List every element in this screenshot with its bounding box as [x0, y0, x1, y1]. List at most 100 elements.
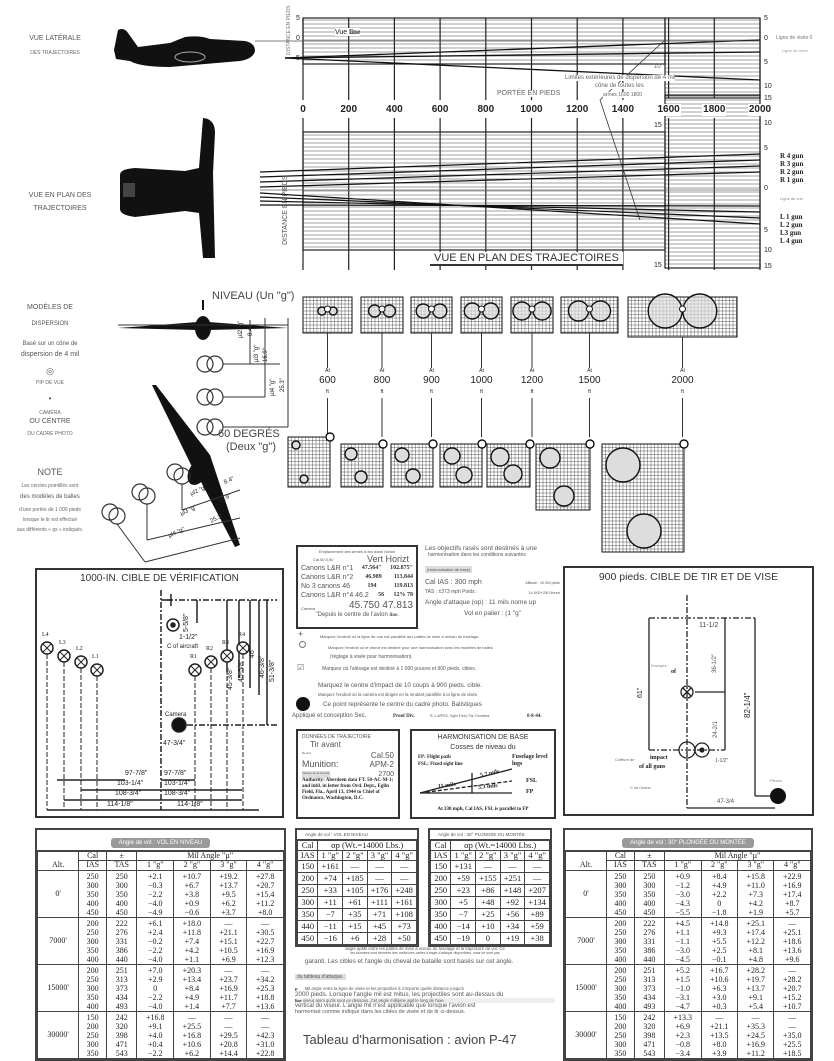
plan-view-ext-frame — [664, 94, 761, 269]
pip-marker — [325, 432, 335, 442]
gun-label: R 2 gun — [780, 168, 804, 176]
gun-row-horiz: 113.844 — [393, 574, 413, 580]
table-caption: Angle de vol : VOL EN NIVEAU — [110, 838, 211, 848]
dive-subtitle: (Deux "g") — [226, 441, 276, 453]
cross — [59, 651, 69, 661]
bullet-pattern — [567, 300, 590, 322]
alt-cell: 30000' — [36, 1010, 80, 1059]
table-cell: +59 — [450, 871, 477, 885]
gun-label: R3 — [222, 640, 230, 646]
footnote-line: viseur alors qu'ils sont en dessous. Cet… — [302, 998, 444, 1003]
mil-cell: — +25.5 +16.8 +10.6 +6.2 — [173, 1010, 211, 1059]
legend-text: Marquez l'endroit où la ligne de vue est… — [320, 634, 480, 639]
gun-row-horiz: 102.875" — [390, 565, 413, 571]
page-title: Tableau d'harmonisation : avion P-47 — [303, 1032, 517, 1047]
center-label: C de l'avion — [630, 785, 651, 790]
gun-label: R 3 gun — [780, 160, 804, 168]
dive-title: 60 DEGRÉS — [218, 428, 280, 440]
gun-label: L1 — [92, 654, 99, 660]
bore-label: Emrayez — [651, 663, 667, 668]
table-cell: −16 — [317, 931, 344, 945]
footnote-line: harmonisé comme indiqué dans les cibles … — [295, 1009, 466, 1015]
gun-row-label: Canons L&R n°2 — [301, 574, 354, 581]
bullet-pattern — [532, 301, 552, 321]
line-label: line — [295, 998, 302, 1003]
ias-cell: 150 200 250 300 350 — [606, 1010, 635, 1059]
range-label: PORTÉE EN PIEDS — [497, 90, 561, 97]
tas-cell: 251 313 373 434 493 — [106, 963, 138, 1012]
col-g: 4 "g" — [391, 849, 417, 861]
range-tick: 200 — [336, 104, 361, 116]
table-row: 350−7+25+56+89 — [429, 907, 550, 921]
gun-positions-header: Emplacement des armes à feu dans l'avion — [318, 549, 396, 554]
bullet-pattern — [405, 468, 421, 484]
mil-cell: — +30.5 +22.7 +16.9 +12.3 — [246, 916, 284, 965]
harmonisation-footer: At 330 mph, Cal IAS, FSL is parallel to … — [437, 807, 529, 812]
dispersion-sublabel: DISPERSION — [31, 321, 69, 327]
dim-v2: 24-2/1 — [713, 720, 719, 738]
tas-cell: 251 313 373 434 493 — [633, 963, 666, 1012]
ft-label: ft — [380, 389, 384, 395]
table-cell: +251 — [499, 871, 526, 885]
footnote: "Depuis le centre de l'avion — [315, 612, 388, 618]
dispersion-leader — [599, 99, 641, 221]
gun-label: L3 — [59, 640, 66, 646]
range-label: 1000 — [470, 375, 493, 386]
pip-icon: ◎ — [46, 366, 54, 376]
gun-row-vert: 56 — [378, 592, 385, 598]
level-flight-title: NIVEAU (Un "g") — [212, 290, 295, 302]
gun-label: R 4 gun — [780, 152, 804, 160]
of-label: of — [671, 669, 676, 675]
dispersion-note: cône de toutes les — [595, 83, 644, 89]
mil-cell: +7.0 +2.9 0 −2.2 −4.0 — [136, 963, 175, 1012]
footnote-line: vertical du viseur. L'angle mil n'est ap… — [295, 1003, 476, 1009]
bullet-pattern — [539, 447, 561, 469]
legend-text: (réglage à visée pour harmonisation). — [330, 654, 413, 660]
harmonisation-base-panel: HARMONISATION DE BASE Cosses de niveau d… — [410, 729, 556, 819]
mil-cell: — +21.1 +13.5 +8.0 +3.9 — [700, 1010, 738, 1059]
pip-marker — [679, 305, 686, 313]
impact-prefix: Coiffure de — [615, 757, 635, 762]
table-cell: +176 — [366, 883, 393, 897]
table-caption: Angle de vol : VOL EN NIVEAU — [297, 830, 417, 840]
at-label: At — [479, 368, 484, 374]
gun-trajectory — [259, 204, 761, 207]
col-ias: IAS — [78, 860, 108, 871]
alt-cell: 30000' — [564, 1010, 608, 1059]
dim-pip: 1-1/2" — [715, 758, 729, 764]
level-target — [627, 296, 738, 338]
circle-icon — [299, 641, 306, 648]
footnotes: angle apMil entre les pattes de mise à n… — [295, 946, 555, 1015]
note-line: d'une portée de 1 000 pieds — [19, 507, 81, 513]
plan-view-label: VUE EN PLAN DES — [28, 192, 92, 199]
col-cal: Cal — [429, 840, 452, 851]
table-row: 440−11+15+45+73 — [296, 919, 417, 933]
at-label: At — [429, 368, 434, 374]
col-ias: IAS — [296, 849, 319, 861]
trajectory-line — [284, 57, 761, 81]
range-label: 1500 — [578, 375, 601, 386]
col-ias: IAS — [429, 849, 452, 861]
bullet-pattern — [382, 304, 397, 318]
col-cal: Cal — [296, 840, 319, 851]
table-cell: +108 — [391, 907, 417, 921]
legend-text: Marquez l'endroit où la caméra est dirig… — [318, 692, 479, 697]
table-cell: +25 — [475, 907, 501, 921]
pip-marker — [324, 305, 331, 313]
gun-row-vert: 47.564" — [361, 565, 382, 571]
table-cell: +61 — [342, 895, 368, 909]
table-cell: 0 — [475, 931, 501, 945]
bullet-patterns-level — [196, 318, 289, 436]
table-cell: — — [499, 859, 526, 873]
velocity-value: 2700 — [378, 771, 394, 778]
bullet-pattern — [503, 464, 523, 484]
axis-tick: 5 — [764, 59, 768, 66]
table-cell: 200 — [296, 871, 319, 885]
target-frame — [439, 443, 483, 488]
col-g: 2 "g" — [475, 849, 501, 861]
range-tick: 1800 — [702, 104, 727, 116]
